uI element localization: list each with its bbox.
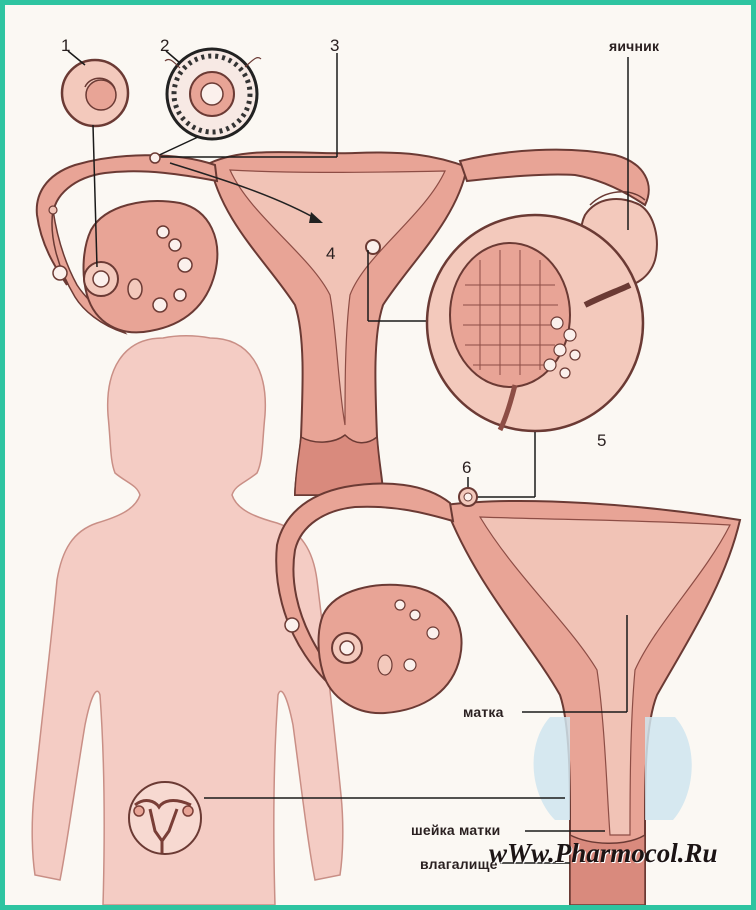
label-1: 1 bbox=[61, 37, 70, 54]
inset-oocyte-1 bbox=[62, 60, 128, 126]
label-uterus: матка bbox=[463, 705, 504, 719]
lower-left-ovary bbox=[319, 585, 462, 713]
reproductive-system-diagram bbox=[5, 5, 751, 905]
label-6: 6 bbox=[462, 459, 471, 476]
upper-left-ovary bbox=[84, 201, 218, 332]
label-4: 4 bbox=[326, 245, 335, 262]
watermark-text: wWw.Pharmocol.Ru bbox=[489, 838, 718, 869]
upper-right-fallopian-tube bbox=[460, 150, 649, 205]
label-2: 2 bbox=[160, 37, 169, 54]
blastocyst-inset bbox=[427, 215, 643, 431]
label-vagina: влагалище bbox=[420, 857, 498, 871]
label-3: 3 bbox=[330, 37, 339, 54]
label-ovary: яичник bbox=[609, 39, 659, 53]
label-5: 5 bbox=[597, 432, 606, 449]
label-cervix: шейка матки bbox=[411, 823, 500, 837]
pelvic-inset bbox=[129, 782, 201, 854]
